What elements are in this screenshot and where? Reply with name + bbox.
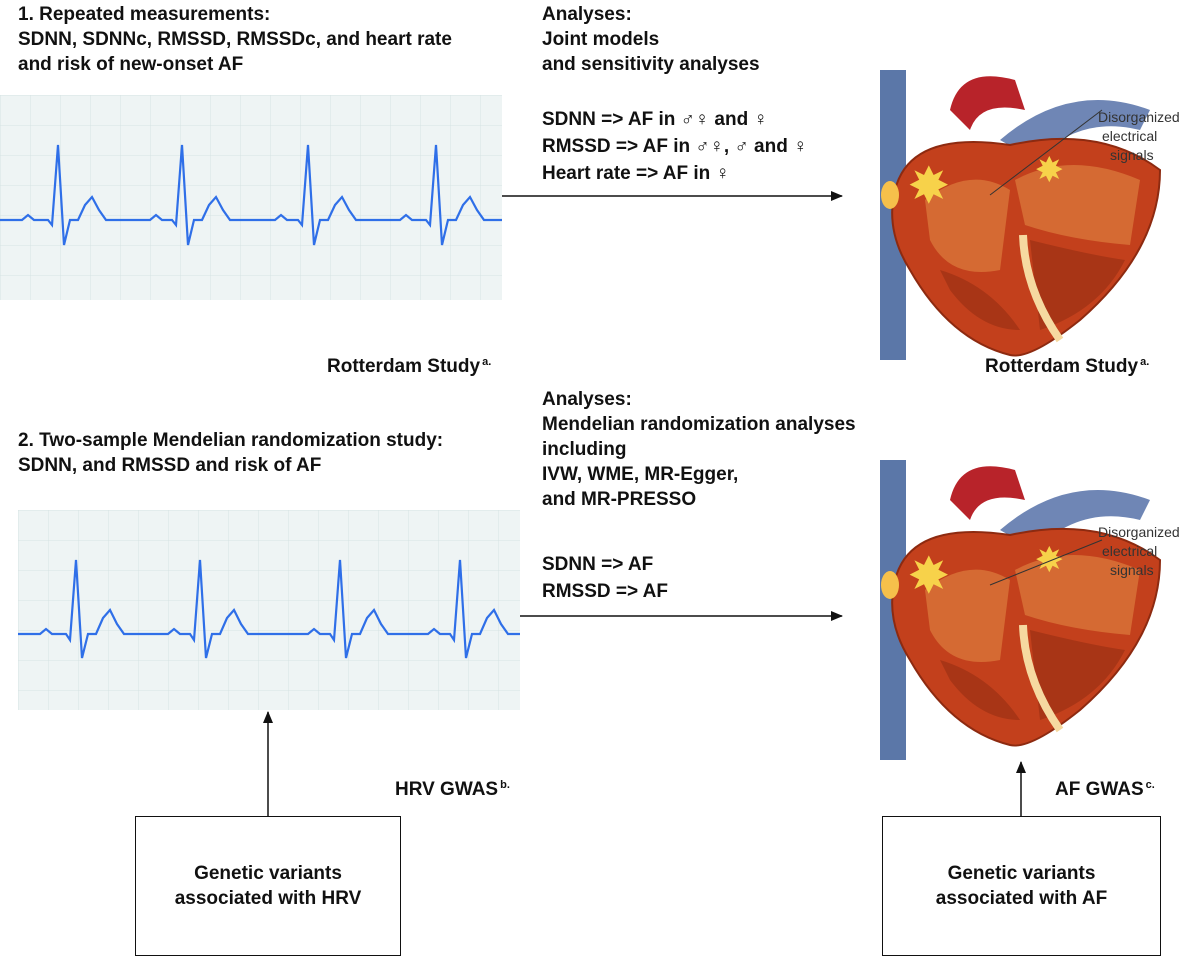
section1-heading: 1. Repeated measurements: SDNN, SDNNc, R… (18, 4, 452, 75)
section1-analyses: Analyses: Joint models and sensitivity a… (542, 4, 760, 75)
ecg-strip-top (0, 95, 502, 300)
genetic-variants-hrv-box: Genetic variants associated with HRV (135, 816, 401, 956)
heart-illustration-top: Disorganized electrical signals (880, 70, 1180, 360)
heart-label-bottom-line2: electrical (1102, 543, 1157, 559)
heart-label-bottom-line1: Disorganized (1098, 524, 1180, 540)
section1-results: SDNN => AF in ♂♀ and ♀ RMSSD => AF in ♂♀… (542, 109, 808, 184)
ecg-strip-bottom (18, 510, 520, 710)
section2-analyses: Analyses: Mendelian randomization analys… (542, 389, 856, 510)
heart-label-top-line3: signals (1110, 147, 1154, 163)
heart-label-top-line1: Disorganized (1098, 109, 1180, 125)
ecg-trace-bottom (18, 559, 520, 659)
ecg-trace-top (0, 144, 502, 246)
section2-heading: 2. Two-sample Mendelian randomization st… (18, 430, 444, 476)
genetic-variants-af-box: Genetic variants associated with AF (882, 816, 1161, 956)
section2-results: SDNN => AF RMSSD => AF (542, 554, 668, 602)
heart-illustration-bottom: Disorganized electrical signals (880, 460, 1180, 760)
heart-label-top-line2: electrical (1102, 128, 1157, 144)
heart-label-bottom-line3: signals (1110, 562, 1154, 578)
